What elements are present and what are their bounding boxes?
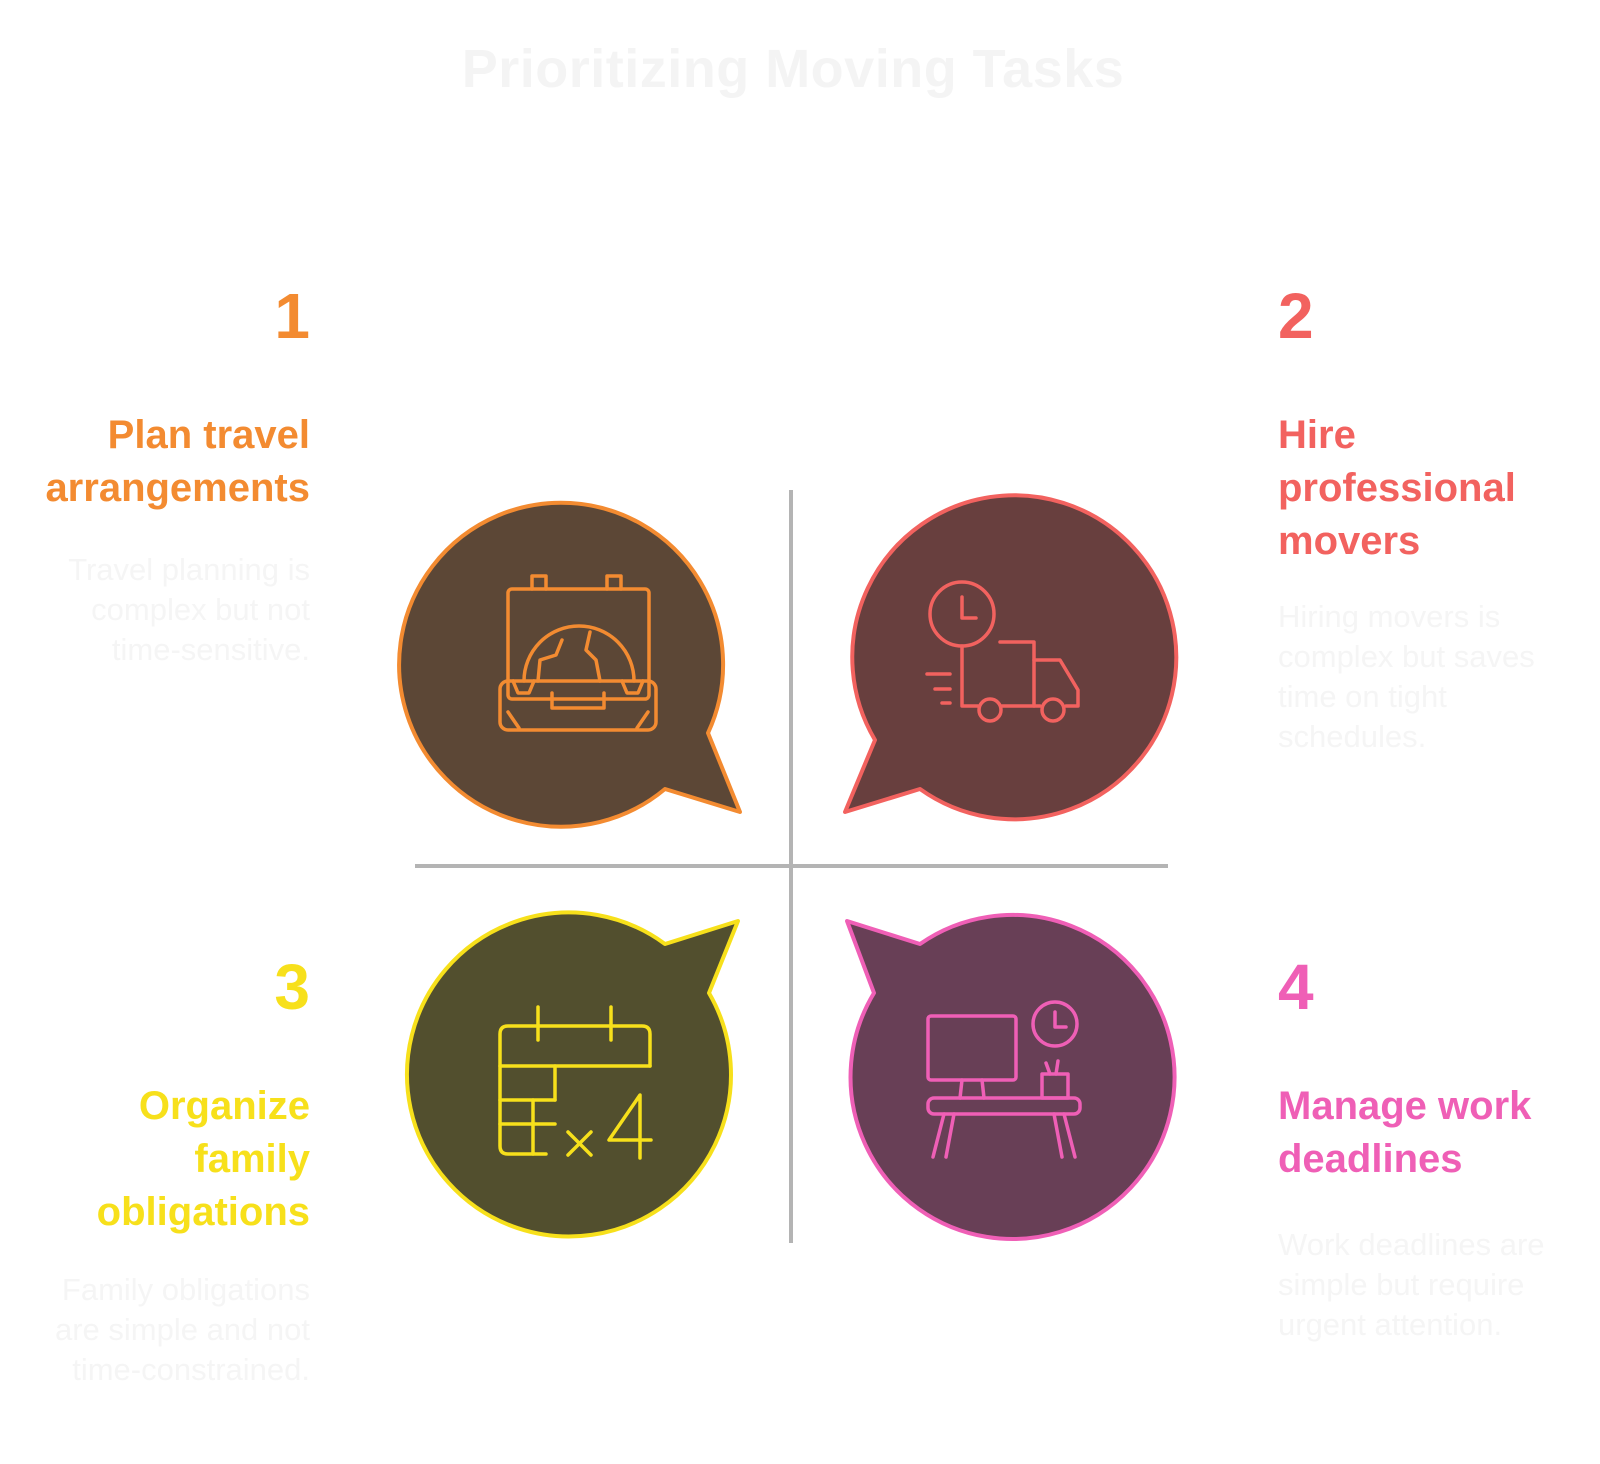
quadrant-2-number: 2: [1278, 280, 1314, 352]
quadrant-1-description: Travel planning is complex but not time-…: [68, 552, 310, 667]
page-title: Prioritizing Moving Tasks: [461, 39, 1125, 99]
quadrant-3-number: 3: [274, 951, 310, 1023]
quadrant-2-description: Hiring movers is complex but saves time …: [1278, 599, 1535, 754]
quadrant-2-heading: Hire professional movers: [1278, 413, 1516, 563]
quadrant-4-heading: Manage work deadlines: [1278, 1084, 1532, 1181]
speech-bubble-4: [845, 913, 1177, 1241]
speech-bubble-2: [843, 493, 1179, 822]
quadrant-3-heading: Organize family obligations: [96, 1084, 310, 1234]
quadrant-1-number: 1: [274, 280, 310, 352]
delivery-truck-clock-icon: [925, 580, 1080, 723]
speech-bubble-3: [404, 910, 740, 1239]
quadrant-1-heading: Plan travel arrangements: [45, 413, 310, 510]
calendar-times-four-icon: [498, 1005, 653, 1160]
desk-computer-clock-icon: [926, 1000, 1082, 1159]
suitcase-globe-icon: [498, 574, 658, 732]
speech-bubble-1: [397, 500, 742, 829]
quadrant-4-number: 4: [1278, 951, 1314, 1023]
quadrant-4-description: Work deadlines are simple but require ur…: [1278, 1227, 1545, 1342]
quadrant-3-description: Family obligations are simple and not ti…: [54, 1272, 310, 1387]
